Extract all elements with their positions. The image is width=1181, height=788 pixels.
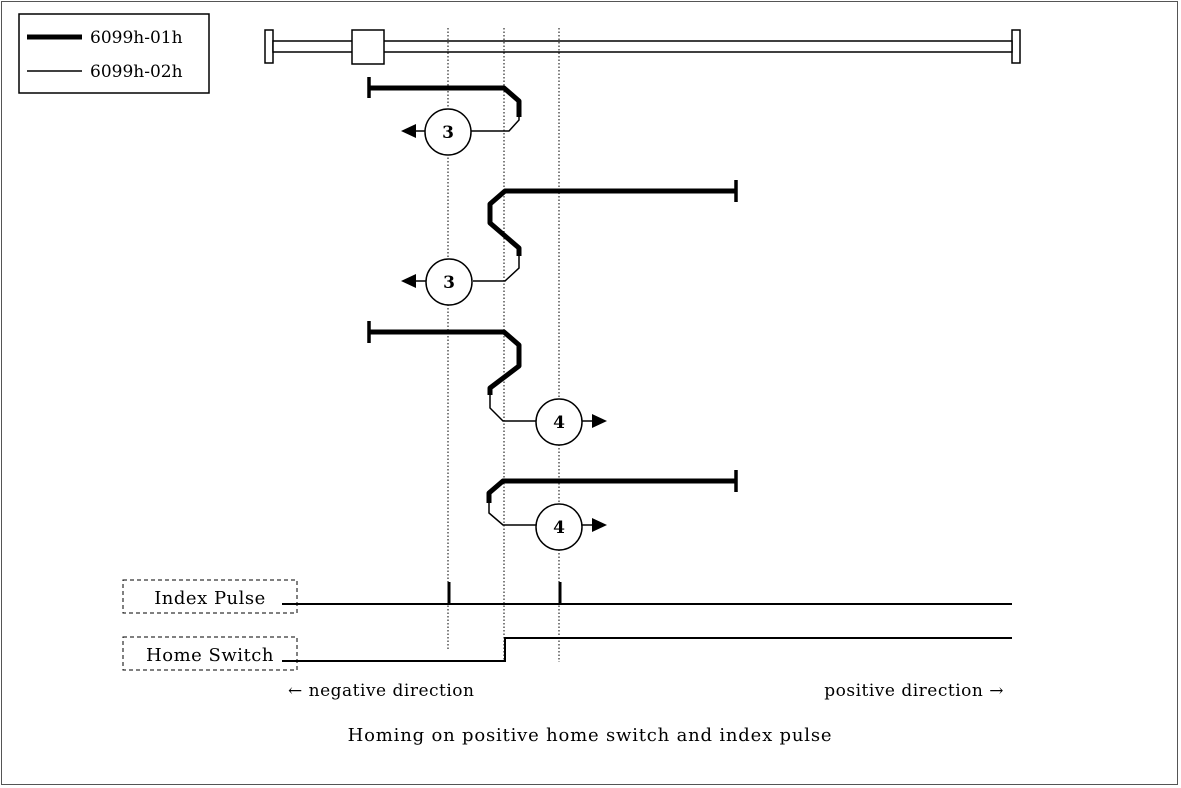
- path-3-method-circle: [535, 398, 583, 446]
- legend-label-thick: 6099h-01h: [90, 28, 183, 48]
- path-1-thin: [471, 117, 520, 132]
- path-3: 4: [367, 321, 607, 446]
- reference-lines: [447, 28, 560, 662]
- path-2-method-circle: [425, 258, 473, 306]
- path-3-thin: [489, 395, 536, 422]
- index-pulse-label-box: [122, 579, 298, 614]
- path-4-method-label: 4: [553, 518, 565, 538]
- path-4-thin: [488, 503, 536, 526]
- path-1-thick: [369, 85, 522, 117]
- legend-box: [18, 13, 210, 94]
- path-1-method-circle: [424, 108, 472, 156]
- path-1-arrow-left-icon: [401, 124, 416, 138]
- legend-label-thin: 6099h-02h: [90, 62, 183, 82]
- path-3-thick: [369, 329, 522, 395]
- travel-end-stop-right: [1011, 29, 1021, 64]
- positive-direction-label: positive direction →: [824, 681, 1004, 701]
- path-2-thick: [487, 188, 736, 256]
- path-4-thick: [486, 478, 736, 503]
- home-switch-line: [282, 637, 1012, 662]
- index-pulse-label: Index Pulse: [154, 588, 266, 609]
- home-switch-label: Home Switch: [146, 645, 274, 666]
- path-3-method-label: 4: [553, 413, 565, 433]
- home-switch-signal: Home Switch: [122, 636, 1012, 671]
- travel-carriage: [351, 29, 385, 65]
- home-switch-label-box: [122, 636, 298, 671]
- path-1-method-label: 3: [442, 123, 454, 143]
- path-3-arrow-right-icon: [592, 414, 607, 428]
- travel-bar: [264, 29, 1021, 65]
- path-4-arrow-right-icon: [592, 518, 607, 532]
- diagram-caption: Homing on positive home switch and index…: [348, 725, 833, 746]
- path-2-arrow-left-icon: [401, 274, 416, 288]
- path-4-method-circle: [535, 503, 583, 551]
- negative-direction-label: ← negative direction: [288, 681, 475, 701]
- travel-rail: [272, 40, 1013, 53]
- path-4: 4: [486, 470, 738, 551]
- path-2-thin: [473, 256, 520, 282]
- path-1: 3: [367, 77, 522, 156]
- path-2: 3: [401, 180, 738, 306]
- legend: 6099h-01h 6099h-02h: [18, 13, 210, 94]
- travel-end-stop-left: [264, 29, 274, 64]
- path-2-method-label: 3: [443, 273, 455, 293]
- index-pulse-signal: Index Pulse: [122, 579, 1012, 614]
